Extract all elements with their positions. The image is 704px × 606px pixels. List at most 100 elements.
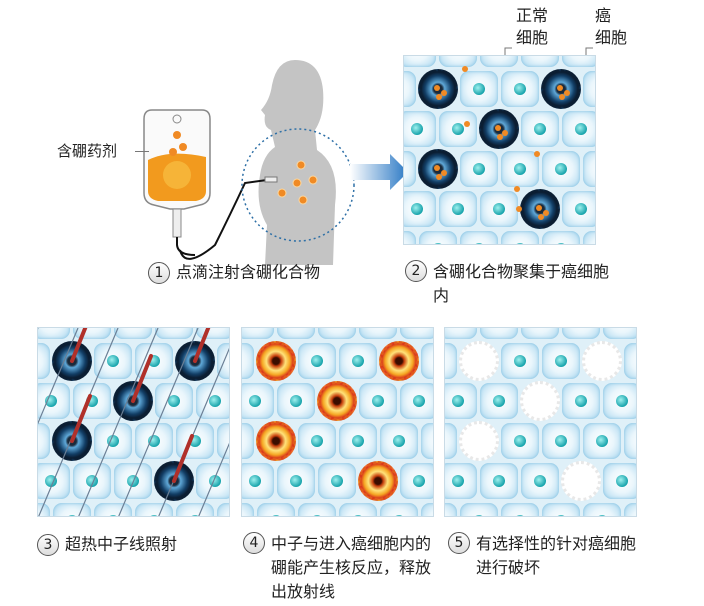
normal-cell — [603, 463, 636, 499]
normal-cell — [339, 423, 377, 459]
boron-particle — [497, 134, 503, 140]
normal-cell — [242, 463, 274, 499]
normal-cell — [73, 383, 111, 419]
normal-cell — [94, 423, 132, 459]
boron-particle — [514, 186, 520, 192]
boron-particle — [495, 125, 501, 131]
nucleus — [596, 515, 608, 516]
nucleus — [311, 515, 323, 516]
nucleus — [148, 435, 160, 447]
normal-cell — [480, 463, 518, 499]
normal-cell — [318, 328, 356, 339]
normal-cell — [155, 383, 193, 419]
normal-cell — [404, 56, 436, 67]
normal-cell — [501, 151, 539, 187]
step-number: 2 — [405, 260, 427, 282]
normal-cell — [298, 343, 336, 379]
normal-cell — [439, 56, 477, 67]
normal-cell — [445, 423, 457, 459]
normal-cell — [359, 328, 397, 339]
nucleus — [452, 203, 464, 215]
normal-cell — [404, 231, 416, 244]
nucleus — [514, 355, 526, 367]
nucleus — [452, 475, 464, 487]
normal-cell — [38, 343, 50, 379]
normal-cell — [400, 383, 433, 419]
nucleus — [249, 475, 261, 487]
normal-cell — [421, 503, 433, 516]
nucleus — [616, 475, 628, 487]
nucleus — [473, 163, 485, 175]
normal-cell — [404, 191, 436, 227]
step-number: 4 — [243, 532, 265, 554]
nucleus — [107, 355, 119, 367]
panel-nuclear-reaction — [241, 327, 434, 517]
nucleus — [311, 355, 323, 367]
nucleus — [209, 395, 221, 407]
normal-cell — [277, 383, 315, 419]
normal-cell — [542, 231, 580, 244]
normal-cell — [501, 231, 539, 244]
nucleus — [493, 475, 505, 487]
boron-particle — [441, 90, 447, 96]
normal-cell — [445, 463, 477, 499]
boron-drug-label: 含硼药剂 — [57, 142, 118, 160]
nucleus — [413, 395, 425, 407]
cancer-cell — [358, 461, 398, 501]
normal-cell — [562, 328, 600, 339]
normal-cell — [480, 328, 518, 339]
nucleus — [514, 243, 526, 244]
nucleus — [352, 355, 364, 367]
normal-cell — [135, 343, 173, 379]
normal-cell — [562, 191, 595, 227]
normal-cell — [339, 503, 377, 516]
normal-cell — [542, 503, 580, 516]
normal-cell — [196, 463, 229, 499]
nucleus — [555, 163, 567, 175]
normal-cell — [380, 423, 418, 459]
normal-cell — [38, 383, 70, 419]
nucleus — [596, 435, 608, 447]
nucleus — [555, 243, 567, 244]
nucleus — [189, 515, 201, 516]
normal-cell — [404, 71, 416, 107]
nucleus — [411, 123, 423, 135]
drug-leader-line — [135, 151, 149, 152]
normal-cell — [196, 328, 229, 339]
panel-neutron-irradiation — [37, 327, 230, 517]
boron-particle — [536, 205, 542, 211]
neutron-hit — [172, 434, 194, 483]
normal-cell — [298, 423, 336, 459]
boron-particle — [502, 130, 508, 136]
nucleus — [393, 515, 405, 516]
cancer-cell — [418, 69, 458, 109]
nucleus — [452, 395, 464, 407]
normal-cell — [501, 343, 539, 379]
nucleus — [352, 435, 364, 447]
boron-particle — [538, 214, 544, 220]
normal-cell — [501, 503, 539, 516]
nucleus — [411, 203, 423, 215]
normal-cell — [400, 328, 433, 339]
normal-cell — [562, 111, 595, 147]
normal-cell — [400, 463, 433, 499]
normal-cell — [480, 383, 518, 419]
normal-cell — [624, 423, 636, 459]
normal-cell — [603, 383, 636, 419]
nucleus — [452, 123, 464, 135]
boron-particle — [441, 170, 447, 176]
boron-particle — [534, 151, 540, 157]
normal-cell — [242, 328, 274, 339]
normal-cell — [562, 56, 595, 67]
cancer-cell — [479, 109, 519, 149]
normal-cell — [242, 503, 254, 516]
nucleus — [331, 475, 343, 487]
normal-cell — [298, 503, 336, 516]
boron-particle — [464, 121, 470, 127]
nucleus — [555, 515, 567, 516]
nucleus — [493, 203, 505, 215]
nucleus — [473, 243, 485, 244]
normal-cell — [501, 71, 539, 107]
nucleus — [148, 515, 160, 516]
